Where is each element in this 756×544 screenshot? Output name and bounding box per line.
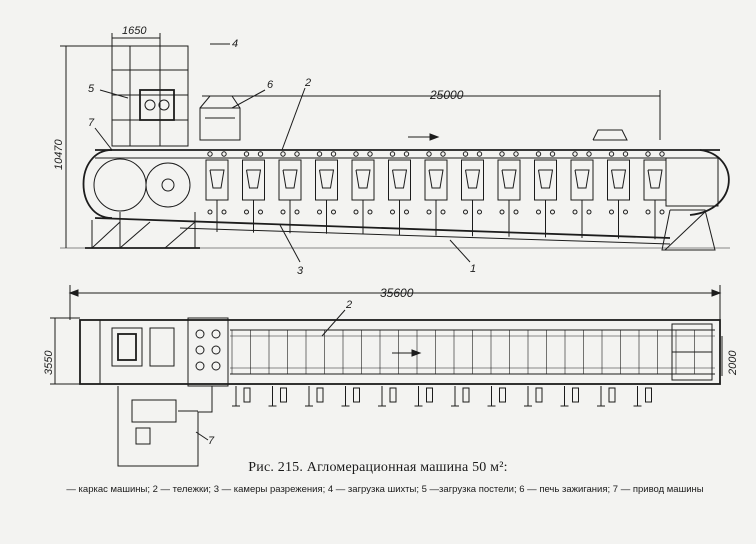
wind-box [643,159,667,201]
wind-box [351,159,375,201]
dim-10470: 10470 [53,139,65,170]
callout-3: 3 [297,265,304,277]
ignition-furnace [199,107,241,141]
plan-strand-outline [79,319,721,385]
callout-1: 1 [470,263,476,275]
wind-box [242,159,265,201]
dim-2000: 2000 [727,350,739,376]
callout-4: 4 [232,38,238,50]
tail-end [689,149,730,216]
charge-feeder [139,89,175,121]
wind-box [461,159,484,201]
callout-5: 5 [88,83,95,95]
tail-support [661,209,716,251]
wind-box [607,159,630,201]
wind-box [205,159,229,201]
dim-3550: 3550 [43,350,55,375]
callout-7-plan: 7 [208,435,215,447]
dim-1650: 1650 [122,25,147,37]
wind-box [497,159,521,201]
wind-box [315,159,338,201]
plan-drive-house [117,386,213,467]
wind-box [570,159,594,201]
wind-box [278,159,302,201]
callout-2-side: 2 [304,77,311,89]
figure-caption: Рис. 215. Агломерационная машина 50 м²: [248,460,508,475]
top-hopper [592,129,628,141]
drive-sprocket [82,149,113,219]
wind-box [424,159,448,201]
plan-view: 35600 3550 2000 [43,285,739,467]
return-strand [94,217,671,239]
callout-2-plan: 2 [345,299,352,311]
charge-tower [111,45,189,147]
wind-box [534,159,557,201]
dim-25000: 25000 [429,88,464,102]
side-elevation: 1650 25000 10470 4 5 6 2 7 3 1 [53,25,730,277]
callout-6: 6 [267,79,274,91]
callout-7-side: 7 [88,117,95,129]
plan-head-house [99,319,189,385]
figure-legend: — каркас машины; 2 — тележки; 3 — камеры… [66,484,704,495]
wind-box [388,159,411,201]
drive-wheel [145,162,191,208]
plan-ignition [187,317,229,387]
dim-35600: 35600 [380,286,414,300]
